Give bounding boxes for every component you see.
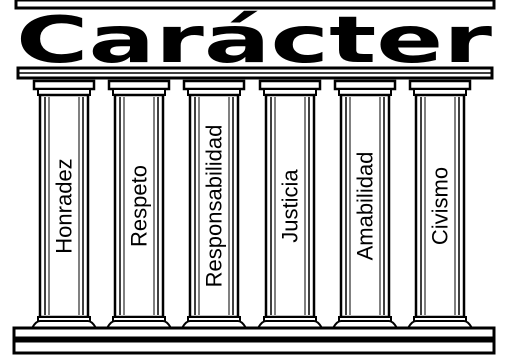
pillar-label: Amabilidad bbox=[353, 152, 378, 261]
pillar: Justicia bbox=[258, 81, 322, 328]
pillar: Honradez bbox=[32, 81, 96, 328]
pillar-label: Civismo bbox=[428, 167, 453, 245]
temple-base bbox=[14, 328, 494, 353]
pillar: Respeto bbox=[107, 81, 171, 328]
pillar: Responsabilidad bbox=[182, 81, 246, 328]
pillar: Amabilidad bbox=[333, 81, 397, 328]
pillar-label: Justicia bbox=[278, 169, 303, 243]
entablature bbox=[18, 68, 492, 78]
pillar-label: Responsabilidad bbox=[202, 125, 227, 288]
pillars-row: Honradez Respeto Responsabilidad Justicia Am… bbox=[32, 81, 472, 328]
pillar-label: Respeto bbox=[127, 165, 152, 247]
pillar-label: Honradez bbox=[52, 158, 77, 253]
pillar: Civismo bbox=[408, 81, 472, 328]
